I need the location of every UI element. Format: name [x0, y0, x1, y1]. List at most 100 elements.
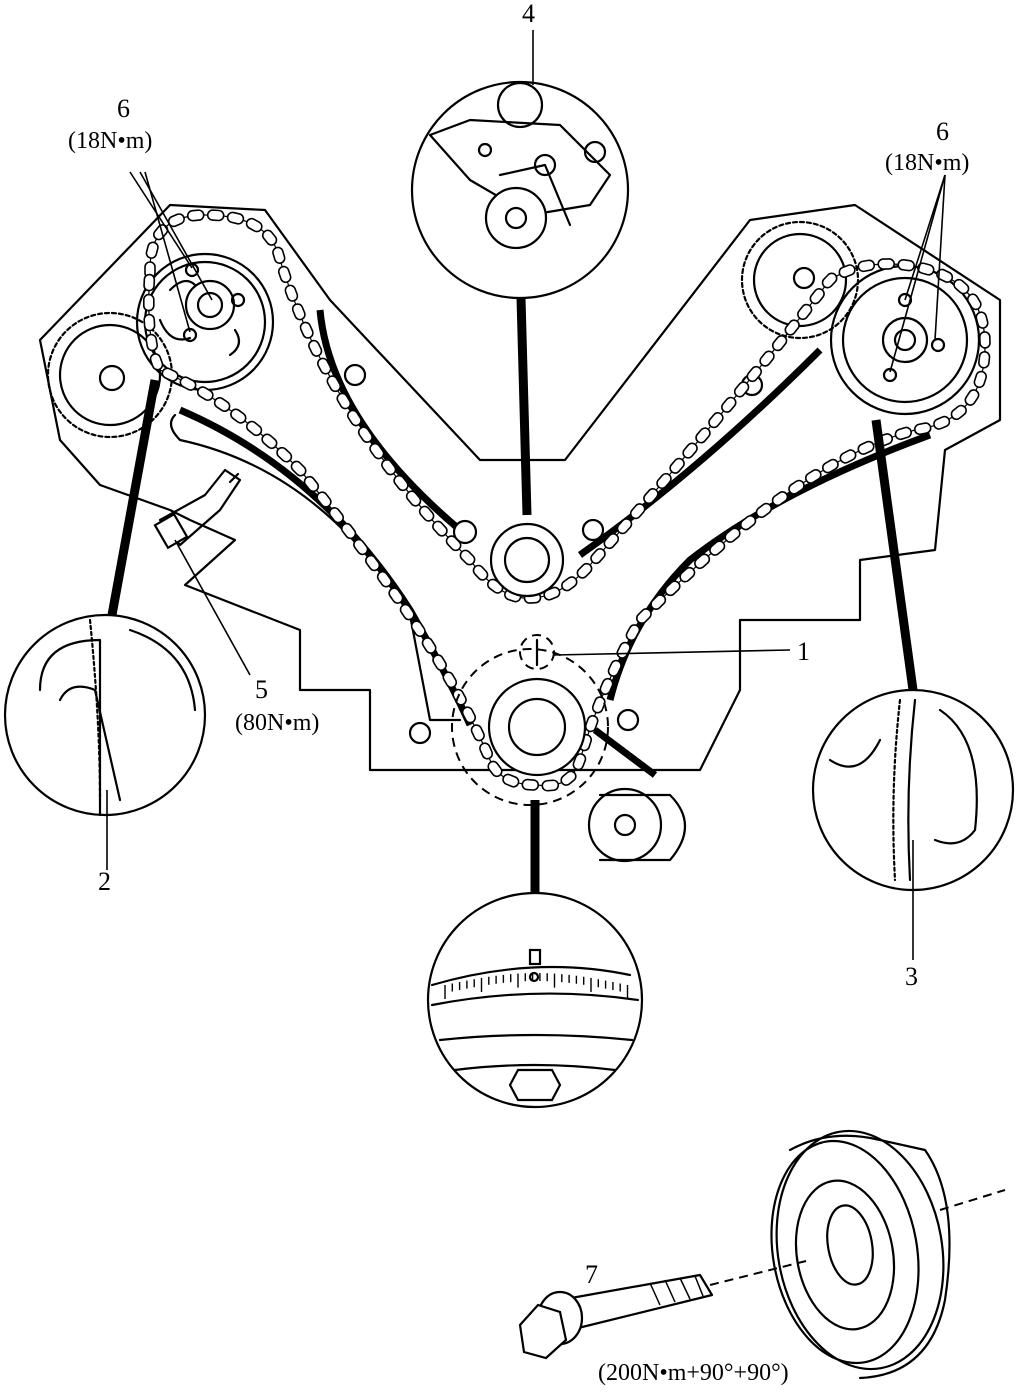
chain-link — [143, 273, 156, 292]
chain-link — [213, 397, 231, 412]
right-exhaust-sprocket — [740, 220, 860, 340]
chain-link — [299, 321, 314, 339]
leader-lines — [129, 30, 946, 676]
chain-link — [459, 549, 476, 566]
chain-link — [669, 457, 685, 474]
chain-link — [418, 505, 435, 522]
torque-6-left: (18N•m) — [68, 128, 152, 154]
oil-pump-sprocket — [587, 787, 686, 863]
crankshaft-sprocket — [451, 634, 609, 806]
chain-link — [161, 367, 179, 382]
torque-6-right: (18N•m) — [885, 150, 969, 176]
chain-link — [142, 293, 155, 312]
chain-link — [759, 350, 775, 367]
label-3: 3 — [905, 962, 918, 991]
chain-link — [584, 714, 599, 733]
chain-tensioner — [153, 468, 242, 550]
chain-link — [978, 351, 991, 369]
chain-link — [326, 375, 342, 393]
chain-link — [399, 603, 415, 621]
chain-link — [897, 258, 915, 272]
chain-link — [432, 520, 448, 537]
chain-link — [432, 654, 447, 671]
chain-link — [245, 420, 263, 437]
chain-link — [226, 211, 245, 225]
label-4: 4 — [522, 0, 535, 28]
chain-link — [679, 566, 696, 583]
chain-link — [664, 580, 681, 597]
chain-link — [616, 641, 631, 659]
chain-link — [272, 246, 286, 264]
chain-link — [709, 540, 726, 556]
label-1: 1 — [797, 637, 810, 666]
chain-link — [656, 472, 672, 490]
chain-link — [290, 460, 307, 477]
chain-link — [590, 548, 606, 565]
chain-link — [821, 272, 838, 289]
chain-link — [388, 587, 404, 604]
chain-link — [291, 303, 306, 321]
chain-link — [393, 474, 409, 492]
chain-link — [877, 258, 895, 270]
chain-link — [917, 262, 935, 276]
chain-link — [365, 554, 381, 572]
chain-link — [973, 370, 988, 389]
chain-link — [179, 376, 197, 391]
chain-link — [694, 553, 711, 570]
chain-link — [369, 442, 385, 460]
chain-link — [966, 293, 982, 311]
chain-link — [724, 527, 741, 543]
chain-link — [277, 265, 292, 284]
chain-link — [196, 386, 214, 401]
idler-sprocket — [489, 522, 565, 598]
chain-link — [755, 502, 773, 519]
label-5: 5 — [255, 675, 268, 704]
chain-link — [771, 491, 789, 507]
chain-link — [353, 538, 369, 556]
chain-link — [502, 773, 520, 788]
chain-link — [978, 331, 991, 349]
chain-link — [376, 570, 392, 588]
chain-link — [381, 459, 397, 476]
chain-link — [933, 415, 951, 430]
chain-link — [838, 264, 856, 278]
chain-link — [261, 229, 278, 246]
chain-link — [975, 311, 989, 329]
chain-link — [461, 706, 477, 724]
chain-link — [964, 389, 980, 406]
chain-link — [894, 426, 912, 441]
chain-link — [276, 446, 293, 463]
chain-link — [308, 339, 323, 357]
chain-link — [261, 433, 278, 450]
chain-link — [788, 479, 805, 495]
inset-detail-4 — [410, 80, 630, 516]
chain-link — [230, 408, 247, 424]
chain-link — [145, 333, 158, 352]
chain-link — [797, 303, 813, 321]
chain-link — [804, 469, 822, 484]
chain-link — [643, 488, 659, 505]
chain-link — [472, 564, 489, 581]
chain-link — [708, 412, 724, 429]
chain-link — [357, 426, 373, 443]
chain-link — [561, 576, 578, 592]
chain-link — [682, 442, 698, 459]
chain-link — [739, 515, 757, 531]
chain-link — [336, 392, 352, 410]
chain-link — [625, 624, 641, 642]
chain-link — [560, 770, 577, 786]
chain-link — [445, 535, 462, 552]
label-6-left: 6 — [117, 94, 130, 123]
torque-5: (80N•m) — [235, 710, 319, 736]
chain-link — [572, 753, 587, 771]
chain-link — [541, 779, 560, 792]
label-7: 7 — [585, 1260, 598, 1289]
chain-link — [479, 742, 494, 760]
chain-link — [635, 608, 652, 625]
inset-detail-2 — [3, 379, 207, 870]
left-exhaust-sprocket — [46, 311, 174, 439]
chain-link — [340, 522, 357, 540]
label-2: 2 — [98, 867, 111, 896]
chain-link — [186, 209, 205, 222]
chain-link — [721, 396, 737, 413]
